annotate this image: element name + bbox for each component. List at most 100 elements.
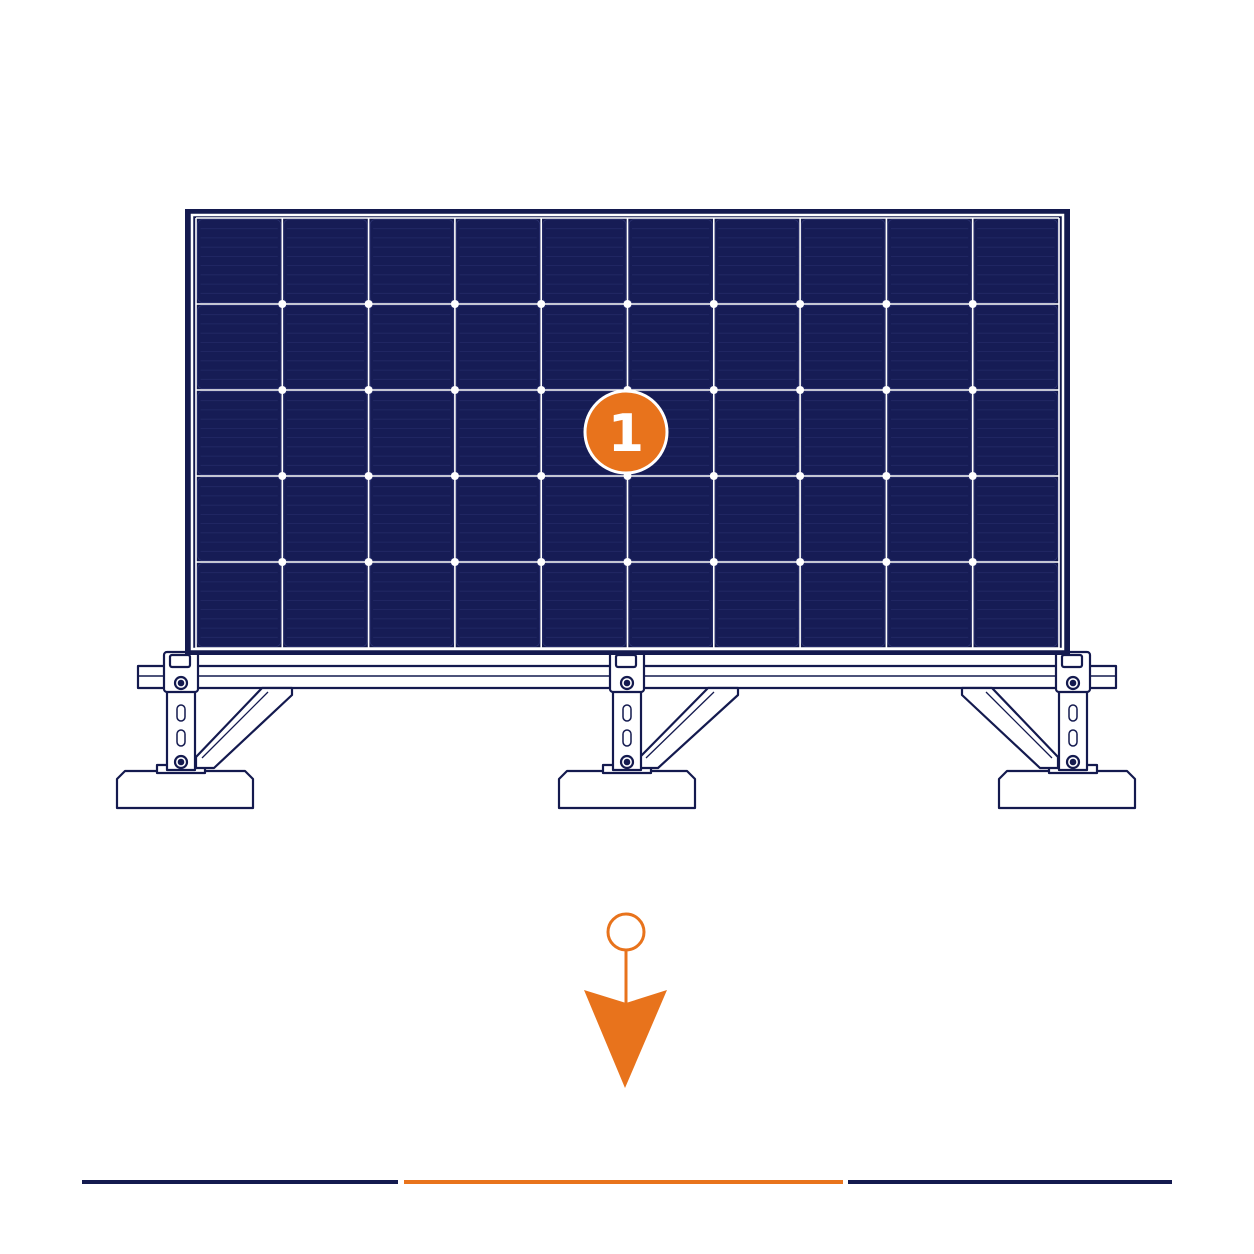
solar-cell [542,305,627,389]
cell-junction-dot [968,558,977,566]
cell-junction-dot [364,472,373,480]
solar-cell [197,391,282,475]
cell-junction-dot [278,472,287,480]
cell-junction-dot [450,558,459,566]
ballast-block [997,769,1137,810]
solar-cell [369,563,454,647]
cell-junction-dot [278,386,287,394]
support-right [960,650,1137,810]
cell-junction-dot [796,472,805,480]
solar-cell [455,219,541,303]
arrow-origin-ring [606,912,646,952]
marker-number: 1 [608,404,644,464]
solar-cell [283,563,368,647]
solar-cell [542,219,627,303]
cell-junction-dot [882,300,891,308]
down-arrow [584,912,667,1088]
cell-junction-dot [364,300,373,308]
solar-cell [887,477,972,561]
solar-cell [455,391,541,475]
solar-cell [455,305,541,389]
cell-junction-dot [450,386,459,394]
solar-cell [801,219,886,303]
cell-junction-dot [968,386,977,394]
solar-cell [801,391,886,475]
arrow-head [584,990,667,1088]
cell-junction-dot [537,300,546,308]
panel-frame-inner [190,213,1065,651]
cell-junction-dot [709,472,718,480]
cell-junction-dot [968,300,977,308]
solar-cell [714,477,799,561]
solar-cell [887,305,972,389]
cell-junction-dot [796,558,805,566]
solar-cell [801,305,886,389]
solar-cell [197,219,282,303]
solar-cell [197,563,282,647]
solar-cell [369,477,454,561]
cell-junction-dot [709,558,718,566]
cell-junction-dot [796,386,805,394]
cell-junction-dot [450,300,459,308]
solar-cell [887,391,972,475]
solar-cell [714,563,799,647]
solar-cell [628,563,713,647]
solar-cell [369,305,454,389]
solar-cell [369,391,454,475]
solar-cell [369,219,454,303]
ballast-block [557,769,697,810]
ballast-block [115,769,255,810]
solar-cell [542,563,627,647]
marker-1: 1 [583,389,669,475]
support-left [115,650,294,810]
solar-cell [714,305,799,389]
solar-cell [887,219,972,303]
solar-cell [455,477,541,561]
solar-cell [628,477,713,561]
solar-cell [283,477,368,561]
cell-junction-dot [537,472,546,480]
cell-junction-dot [882,472,891,480]
cell-junction-dot [364,386,373,394]
solar-cell [973,305,1058,389]
cell-junction-dot [450,472,459,480]
cell-junction-dot [364,558,373,566]
solar-cell [973,219,1058,303]
cell-junction-dot [968,472,977,480]
solar-cell [455,563,541,647]
mounting-structure [115,650,1137,810]
solar-cell [973,477,1058,561]
cell-junction-dot [709,300,718,308]
solar-cell [973,391,1058,475]
cell-junction-dot [796,300,805,308]
cell-junction-dot [709,386,718,394]
cell-junction-dot [278,300,287,308]
solar-cell [714,391,799,475]
solar-cell [628,305,713,389]
cell-junction-dot [882,386,891,394]
solar-cell [973,563,1058,647]
solar-cell [801,477,886,561]
solar-cell [283,219,368,303]
diagonal-brace [194,686,294,770]
cell-junction-dot [623,300,632,308]
solar-cell [542,477,627,561]
solar-cell [714,219,799,303]
cell-junction-dot [882,558,891,566]
support-middle [557,650,740,810]
cell-junction-dot [537,558,546,566]
solar-cell [283,391,368,475]
cell-junction-dot [278,558,287,566]
solar-cell [197,305,282,389]
solar-cell [628,219,713,303]
diagonal-brace [638,686,740,770]
cell-junction-dot [537,386,546,394]
solar-cell [887,563,972,647]
diagonal-brace [960,686,1060,770]
panel-cell-grid [195,217,1060,649]
solar-cell [283,305,368,389]
solar-cell [197,477,282,561]
solar-cell [801,563,886,647]
cell-junction-dot [623,558,632,566]
